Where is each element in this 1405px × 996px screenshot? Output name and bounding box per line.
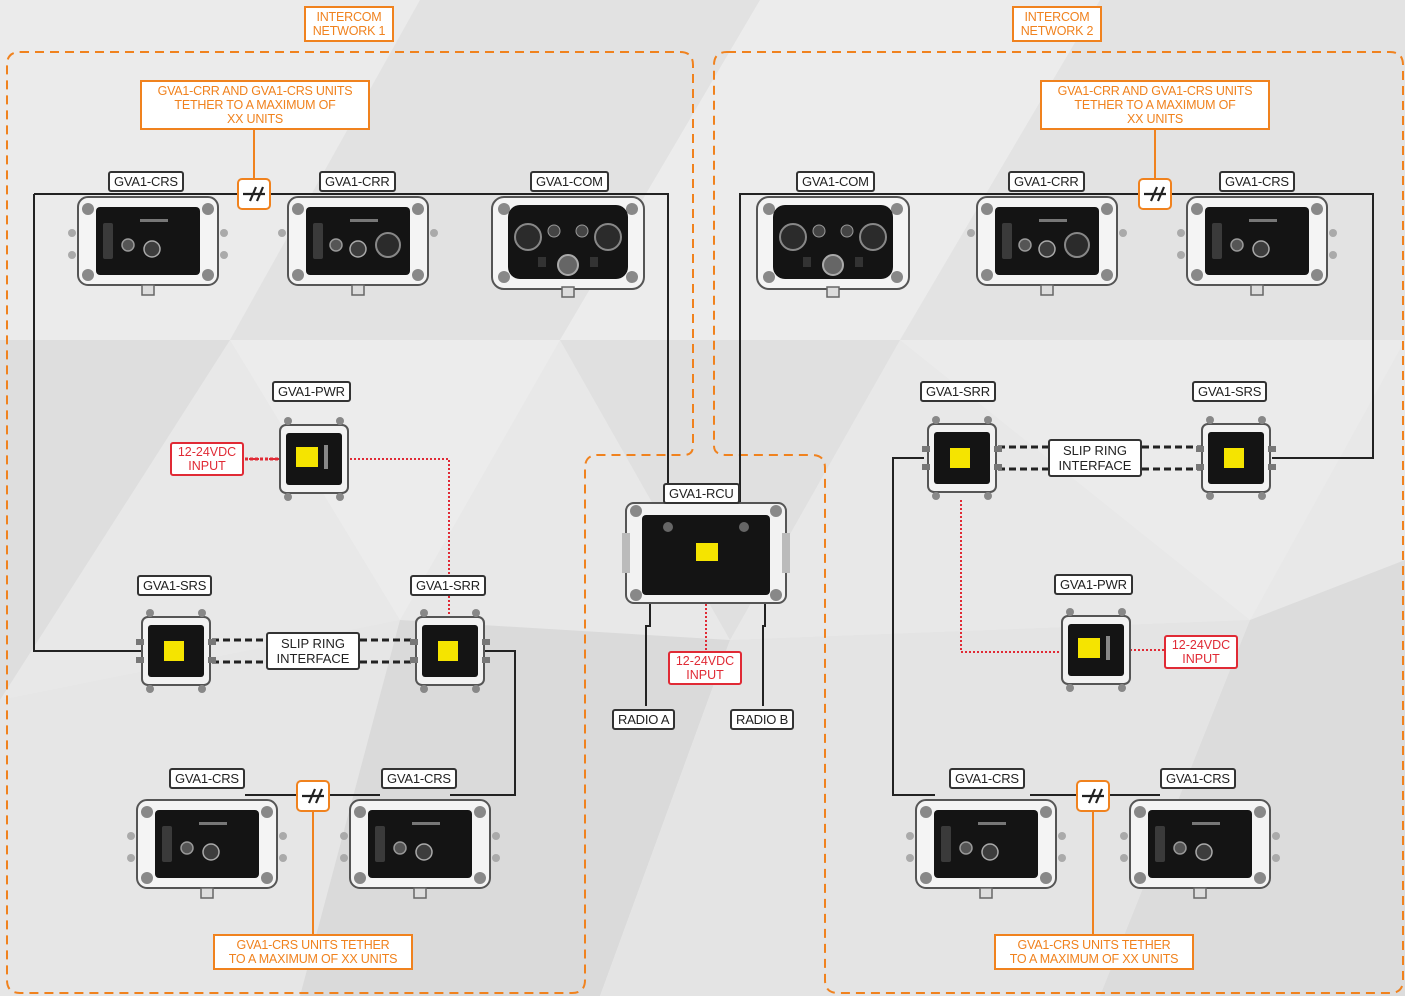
srr-device-icon: [409, 608, 491, 694]
rcu-device-icon: [621, 502, 791, 604]
device-label: GVA1-COM: [796, 171, 875, 192]
power-lines: [245, 458, 1165, 653]
crr-device-icon: [277, 196, 439, 296]
slip-ring-links: [212, 445, 1202, 664]
device-label: GVA1-CRS: [1219, 171, 1295, 192]
network-1-boundary: [6, 51, 694, 994]
srr-device-icon: [921, 415, 1003, 501]
device-label: RADIO A: [612, 709, 676, 730]
com-device-icon: [756, 196, 910, 298]
device-label: GVA1-PWR: [1054, 574, 1133, 595]
device-label: GVA1-CRS: [1160, 768, 1236, 789]
device-label: GVA1-CRS: [381, 768, 457, 789]
device-label: GVA1-RCU: [663, 483, 740, 504]
device-label: GVA1-CRS: [108, 171, 184, 192]
srs-device-icon: [1195, 415, 1277, 501]
device-label: GVA1-SRR: [920, 381, 996, 402]
device-label: GVA1-SRR: [410, 575, 486, 596]
crs-device-icon: [1119, 799, 1281, 899]
device-label: GVA1-CRS: [949, 768, 1025, 789]
device-label: GVA1-SRS: [137, 575, 213, 596]
crs-device-icon: [339, 799, 501, 899]
device-label: GVA1-PWR: [272, 381, 351, 402]
crs-device-icon: [1176, 196, 1338, 296]
crs-device-icon: [67, 196, 229, 296]
crs-device-icon: [905, 799, 1067, 899]
device-label: GVA1-COM: [530, 171, 609, 192]
network-2-boundary: [713, 51, 1404, 994]
crr-device-icon: [966, 196, 1128, 296]
tether-leaders: [253, 129, 1156, 934]
device-label: GVA1-CRR: [319, 171, 396, 192]
crs-device-icon: [126, 799, 288, 899]
device-label: GVA1-CRR: [1008, 171, 1085, 192]
device-label: GVA1-SRS: [1192, 381, 1268, 402]
device-label: RADIO B: [730, 709, 795, 730]
pwr-device-icon: [279, 416, 349, 502]
pwr-device-icon: [1061, 607, 1131, 693]
device-label: GVA1-CRS: [169, 768, 245, 789]
com-device-icon: [491, 196, 645, 298]
srs-device-icon: [135, 608, 217, 694]
